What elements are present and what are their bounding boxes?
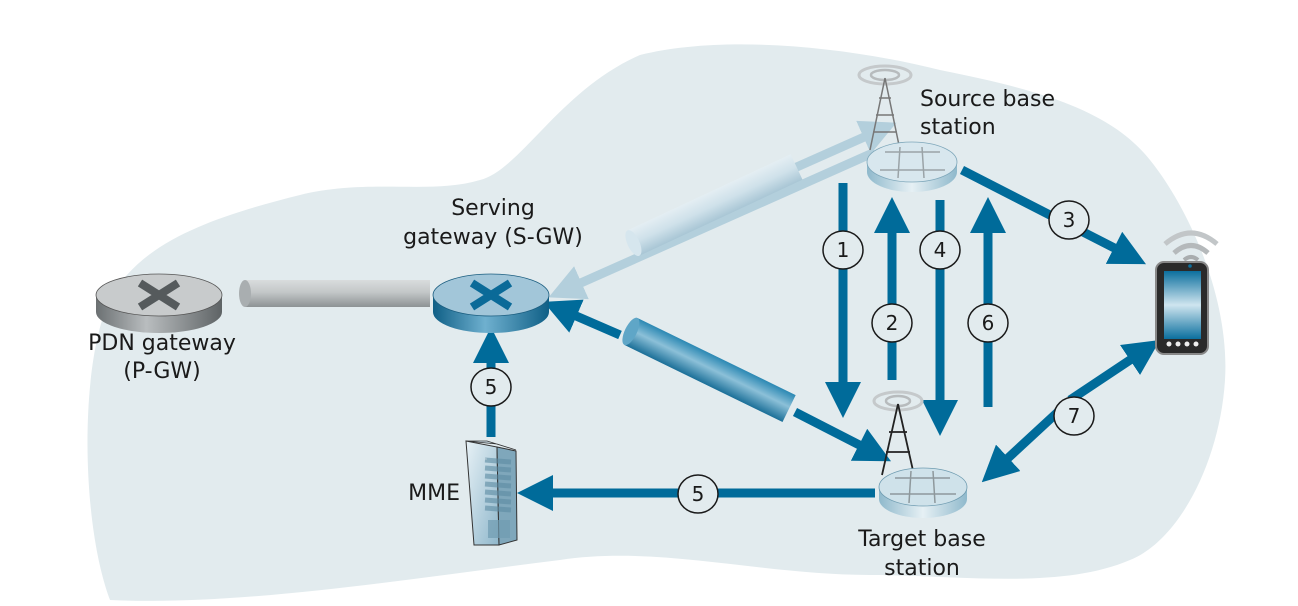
sgw-target-tunnel [543, 299, 892, 462]
svg-text:3: 3 [1063, 208, 1076, 232]
step-badge-5-sgw: 5 [470, 367, 512, 407]
pgw-router[interactable] [95, 273, 223, 333]
target-base-station[interactable] [872, 390, 968, 518]
signal-waves-icon [872, 390, 924, 412]
svg-text:6: 6 [982, 311, 995, 335]
pgw-sgw-tunnel [239, 280, 430, 307]
sgw-source-tunnel [548, 120, 897, 300]
sgw-router[interactable] [432, 273, 550, 333]
target-bs-label-line1: Target base [857, 527, 986, 552]
source-bs-label-line1: Source base [920, 87, 1055, 112]
svg-text:7: 7 [1068, 404, 1081, 428]
svg-text:5: 5 [485, 375, 498, 399]
arrow-step-7-up [1067, 340, 1160, 404]
router-icon [432, 273, 550, 333]
router-icon [95, 273, 223, 333]
source-bs-label-line2: station [920, 115, 996, 140]
arrow-step-7-down [981, 406, 1064, 483]
signal-waves-icon [857, 64, 913, 86]
step-badge-5-mme: 5 [677, 474, 719, 514]
arrow-step-3 [959, 165, 1147, 265]
smartphone-icon [1155, 230, 1219, 355]
step-badge-3: 3 [1048, 200, 1090, 240]
mme-label: MME [408, 481, 460, 506]
source-base-station[interactable] [857, 64, 958, 192]
base-station-icon [857, 64, 958, 192]
step-badge-1: 1 [822, 230, 864, 270]
svg-text:1: 1 [837, 238, 850, 262]
pgw-label-line2: (P-GW) [123, 359, 201, 384]
mobile-device[interactable] [1155, 230, 1219, 355]
signal-waves-icon [1163, 230, 1219, 246]
network-region [87, 44, 1226, 601]
sgw-label-line1: Serving [451, 196, 535, 221]
svg-text:5: 5 [692, 482, 705, 506]
step-badge-6: 6 [967, 303, 1009, 343]
pgw-label-line1: PDN gateway [88, 331, 236, 356]
sgw-label-line2: gateway (S-GW) [403, 225, 583, 250]
step-badge-2: 2 [871, 303, 913, 343]
target-bs-label-line2: station [884, 556, 960, 581]
antenna-tower-icon [881, 403, 915, 476]
server-icon [465, 440, 518, 546]
step-badge-4: 4 [919, 230, 961, 270]
mme-server[interactable] [465, 440, 518, 546]
svg-text:4: 4 [934, 238, 947, 262]
base-station-icon [872, 390, 968, 518]
step-badge-7: 7 [1053, 396, 1095, 436]
svg-text:2: 2 [886, 311, 899, 335]
antenna-tower-icon [869, 77, 901, 151]
